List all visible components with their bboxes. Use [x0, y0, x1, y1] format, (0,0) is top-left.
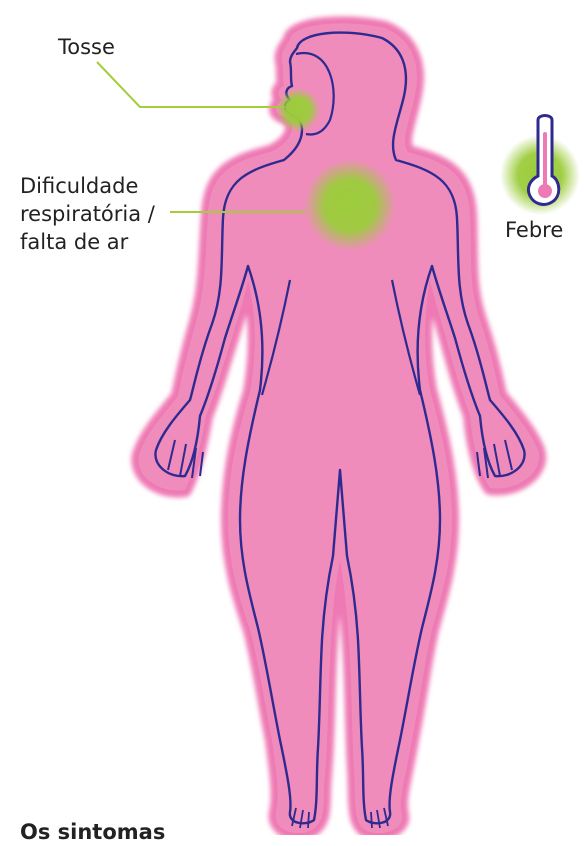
cough-glow: [276, 88, 320, 132]
breathing-label-line-3: falta de ar: [20, 228, 155, 256]
diagram-caption: Os sintomas: [20, 818, 165, 846]
female-silhouette: [138, 23, 539, 833]
breathing-label: Dificuldade respiratória / falta de ar: [20, 172, 155, 256]
cough-label: Tosse: [58, 33, 115, 61]
breathing-label-line-2: respiratória /: [20, 200, 155, 228]
breathing-label-line-1: Dificuldade: [20, 172, 155, 200]
fever-label: Febre: [505, 216, 563, 244]
breathing-glow: [304, 159, 396, 251]
cough-leader-line: [97, 62, 285, 107]
